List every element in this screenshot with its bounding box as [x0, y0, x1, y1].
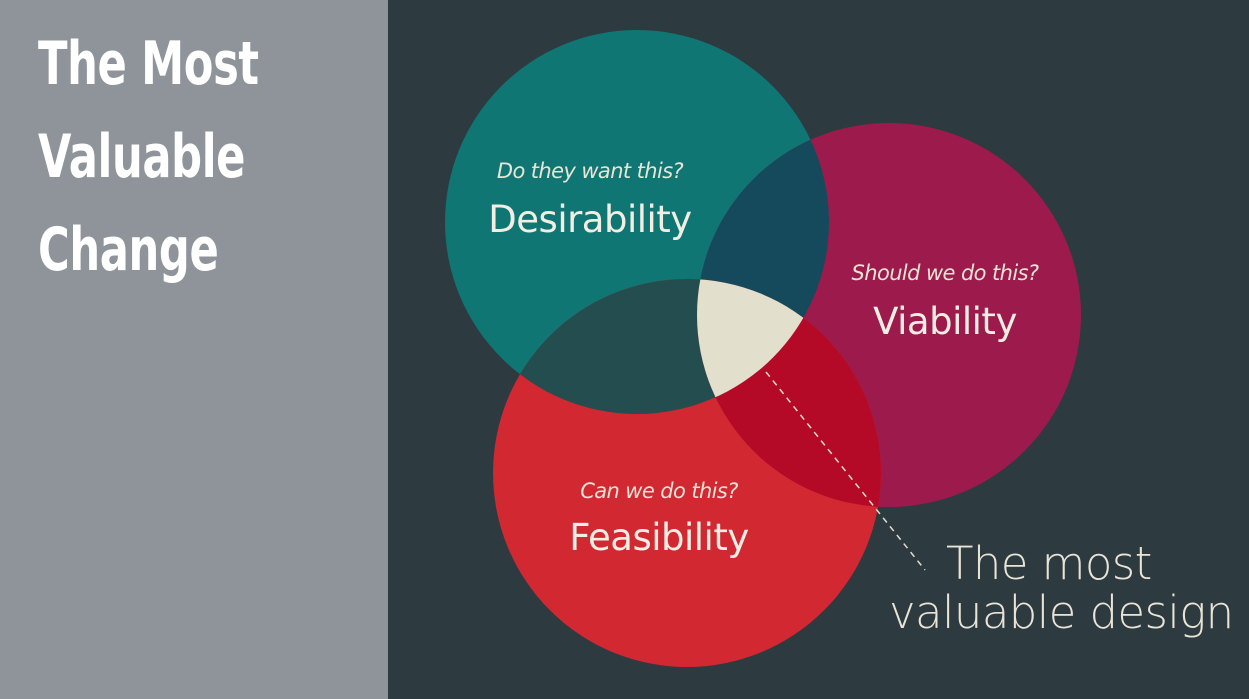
- viability-label: Viability: [873, 300, 1017, 343]
- slide-title-line-2: Valuable: [38, 122, 246, 192]
- callout-line-2: valuable design: [889, 586, 1234, 639]
- desirability-question: Do they want this?: [497, 159, 684, 183]
- viability-feasibility-overlap: [697, 279, 881, 507]
- callout-line-1: The most: [946, 537, 1152, 590]
- title-panel: The Most Valuable Change: [0, 0, 388, 699]
- feasibility-label: Feasibility: [569, 516, 748, 559]
- desirability-label: Desirability: [488, 198, 691, 241]
- viability-question: Should we do this?: [852, 261, 1039, 285]
- slide-title-line-3: Change: [38, 215, 219, 285]
- feasibility-question: Can we do this?: [580, 479, 738, 503]
- callout-leader-line: [765, 371, 926, 571]
- slide-title-line-1: The Most: [38, 29, 259, 99]
